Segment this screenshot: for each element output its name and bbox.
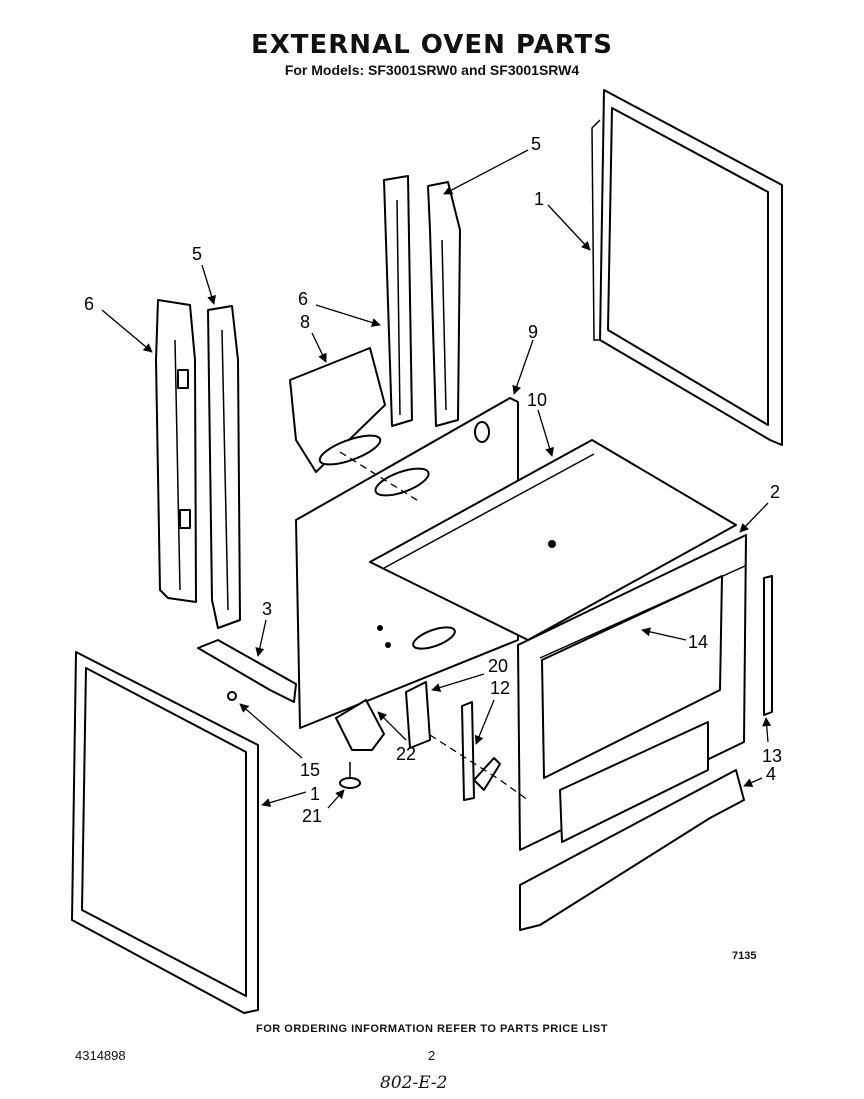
bottom-rail <box>519 769 745 931</box>
callout-15: 15 <box>300 760 320 780</box>
hinge-latch <box>473 757 501 791</box>
callout-1: 1 <box>534 189 544 209</box>
document-number: 4314898 <box>75 1048 126 1063</box>
vent-duct <box>289 347 386 473</box>
center-upright-bracket <box>427 181 461 427</box>
leveling-leg <box>339 762 361 789</box>
side-panel-right <box>591 89 783 446</box>
left-upright-channel <box>155 299 197 603</box>
leader-8 <box>311 332 327 363</box>
leader-9 <box>512 339 534 395</box>
leg-leveler <box>335 699 385 751</box>
callout-4: 4 <box>766 764 776 784</box>
hinge-bracket <box>461 701 475 801</box>
leader-20 <box>431 673 485 692</box>
callout-12: 12 <box>490 678 510 698</box>
leader-6-left <box>101 309 153 353</box>
leader-15 <box>239 703 303 759</box>
left-upright-bracket <box>207 305 241 629</box>
callout-5: 5 <box>192 244 202 264</box>
leader-2 <box>739 502 769 533</box>
callout-13: 13 <box>762 746 782 766</box>
figure-number: 7135 <box>732 950 757 962</box>
center-upright-channel <box>383 175 413 427</box>
page-number: 2 <box>428 1048 436 1063</box>
callout-14: 14 <box>688 632 708 652</box>
leader-21 <box>327 789 345 809</box>
leader-5-left <box>201 264 216 305</box>
leader-3 <box>255 619 267 657</box>
leader-1-bottom <box>261 791 307 808</box>
front-frame <box>517 534 747 851</box>
alignment-line <box>429 734 529 801</box>
leader-13 <box>762 717 772 743</box>
callout-22: 22 <box>396 744 416 764</box>
callout-8: 8 <box>300 312 310 332</box>
screw <box>227 691 237 701</box>
bracket-rail <box>197 639 297 703</box>
callout-10: 10 <box>527 390 547 410</box>
leader-10 <box>537 409 554 457</box>
alignment-line <box>339 451 421 503</box>
leader-22 <box>377 711 407 741</box>
callout-6: 6 <box>298 289 308 309</box>
leader-1-top <box>547 204 591 251</box>
callout-2: 2 <box>770 482 780 502</box>
callout-20: 20 <box>488 656 508 676</box>
top-panel <box>369 439 737 641</box>
ordering-note: FOR ORDERING INFORMATION REFER TO PARTS … <box>256 1023 608 1035</box>
callout-1: 1 <box>310 784 320 804</box>
callout-9: 9 <box>528 322 538 342</box>
callout-3: 3 <box>262 599 272 619</box>
callout-5: 5 <box>531 134 541 154</box>
leader-12 <box>474 699 495 745</box>
leader-6-center <box>315 304 381 327</box>
leader-4 <box>743 777 763 787</box>
models-subtitle: For Models: SF3001SRW0 and SF3001SRW4 <box>284 62 580 78</box>
small-bracket <box>405 681 431 749</box>
page-title: EXTERNAL OVEN PARTS <box>250 30 614 60</box>
side-panel-left <box>71 651 259 1014</box>
trim-strip <box>763 575 773 716</box>
callout-6: 6 <box>84 294 94 314</box>
callout-21: 21 <box>302 806 322 826</box>
handwritten-note: 802-E-2 <box>380 1073 448 1093</box>
leader-5-top <box>443 149 529 195</box>
support-rod <box>539 565 746 659</box>
leader-14 <box>641 627 687 641</box>
